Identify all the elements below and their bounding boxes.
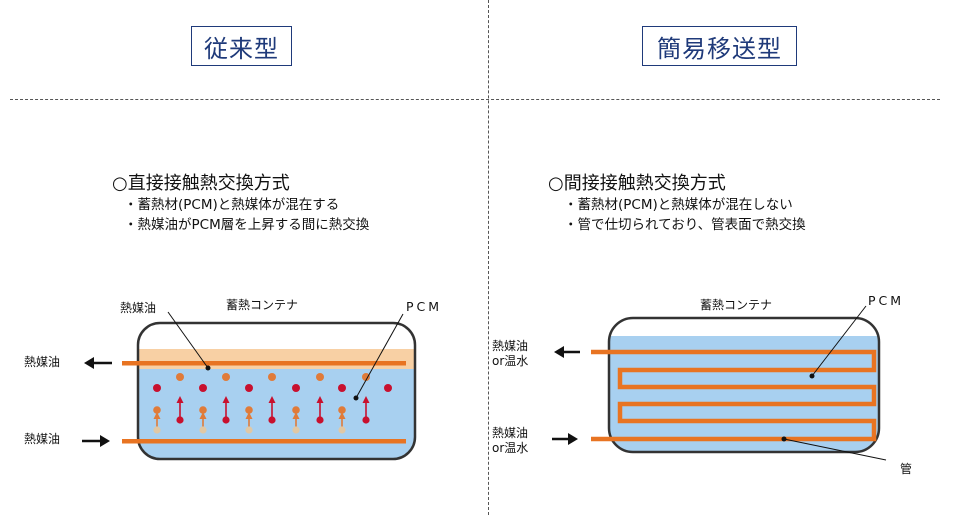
left-outlet-label: 熱媒油 bbox=[24, 355, 61, 369]
rising-droplet-orange bbox=[292, 406, 300, 414]
left-oil-leader-line bbox=[167, 311, 209, 369]
right-inlet-label-line1: 熱媒油 bbox=[492, 426, 529, 440]
left-container bbox=[136, 321, 417, 461]
left-bullet-1: ・蓄熱材(PCM)と熱媒体が混在する bbox=[124, 197, 340, 213]
rising-droplet-orange bbox=[199, 406, 207, 414]
pcm-droplet-red bbox=[338, 384, 346, 392]
right-bullet-1: ・蓄熱材(PCM)と熱媒体が混在しない bbox=[564, 197, 793, 213]
rising-arrow-orange bbox=[245, 412, 253, 428]
left-top-pipe bbox=[122, 361, 406, 366]
bottom-droplet bbox=[292, 426, 300, 434]
rising-droplet-orange bbox=[338, 406, 346, 414]
pcm-droplet-red bbox=[245, 384, 253, 392]
left-title: 従来型 bbox=[191, 26, 292, 66]
right-pcm-leader-dot bbox=[809, 373, 815, 379]
right-container-outline bbox=[607, 316, 881, 454]
right-outlet-label-line1: 熱媒油 bbox=[492, 339, 529, 353]
right-title: 簡易移送型 bbox=[642, 26, 797, 66]
left-pcm-leader-dot bbox=[353, 395, 359, 401]
oil-droplet bbox=[316, 373, 324, 381]
right-tube-leader-line bbox=[783, 438, 887, 461]
left-container-outline bbox=[136, 321, 417, 461]
pcm-droplet-red bbox=[153, 384, 161, 392]
right-pcm-leader-line bbox=[811, 305, 867, 377]
right-heading: ○間接接触熱交換方式 bbox=[548, 173, 726, 194]
oil-droplet bbox=[362, 373, 370, 381]
right-tube-label: 管 bbox=[900, 462, 913, 476]
rising-droplet-orange bbox=[153, 406, 161, 414]
left-bottom-pipe bbox=[122, 439, 406, 444]
oil-droplet bbox=[268, 373, 276, 381]
left-outlet-arrow bbox=[84, 357, 112, 369]
right-tube-leader-dot bbox=[781, 436, 787, 442]
right-outlet-arrow bbox=[554, 346, 580, 358]
vertical-divider bbox=[488, 0, 489, 515]
pcm-droplet-red bbox=[199, 384, 207, 392]
left-oil-leader-dot bbox=[205, 365, 211, 371]
rising-arrow-orange bbox=[292, 412, 300, 428]
rising-arrow-orange bbox=[338, 412, 346, 428]
left-container-label: 蓄熱コンテナ bbox=[226, 298, 299, 312]
left-inlet-arrow bbox=[82, 435, 110, 447]
bottom-droplet bbox=[245, 426, 253, 434]
bottom-droplet bbox=[338, 426, 346, 434]
oil-droplet bbox=[222, 373, 230, 381]
rising-arrow-orange bbox=[199, 412, 207, 428]
right-bullet-2: ・管で仕切られており、管表面で熱交換 bbox=[564, 217, 806, 233]
right-container-label: 蓄熱コンテナ bbox=[700, 298, 773, 312]
right-serpentine-tube bbox=[591, 349, 877, 442]
bottom-droplet bbox=[153, 426, 161, 434]
left-pcm-label: PCM bbox=[406, 299, 443, 314]
right-pcm-layer bbox=[609, 336, 879, 452]
bottom-droplet bbox=[362, 416, 370, 424]
left-droplets bbox=[153, 373, 392, 434]
oil-droplet bbox=[176, 373, 184, 381]
bottom-droplet bbox=[316, 416, 324, 424]
bottom-droplet bbox=[222, 416, 230, 424]
left-heading: ○直接接触熱交換方式 bbox=[112, 173, 290, 194]
rising-droplet-orange bbox=[245, 406, 253, 414]
right-outlet-label-line2: or温水 bbox=[492, 354, 529, 368]
bottom-droplet bbox=[199, 426, 207, 434]
right-inlet-arrow bbox=[552, 433, 578, 445]
right-pcm-label: PCM bbox=[868, 293, 905, 308]
bottom-droplet bbox=[176, 416, 184, 424]
pcm-droplet-red bbox=[384, 384, 392, 392]
rising-arrow-orange bbox=[153, 412, 161, 428]
left-oil-pointer-label: 熱媒油 bbox=[120, 301, 157, 315]
pcm-droplet-red bbox=[292, 384, 300, 392]
bottom-droplet bbox=[268, 416, 276, 424]
left-bullet-2: ・熱媒油がPCM層を上昇する間に熱交換 bbox=[124, 217, 370, 233]
left-inlet-label: 熱媒油 bbox=[24, 432, 61, 446]
horizontal-divider bbox=[10, 99, 940, 100]
right-inlet-label-line2: or温水 bbox=[492, 441, 529, 455]
left-pcm-leader-line bbox=[355, 313, 404, 399]
